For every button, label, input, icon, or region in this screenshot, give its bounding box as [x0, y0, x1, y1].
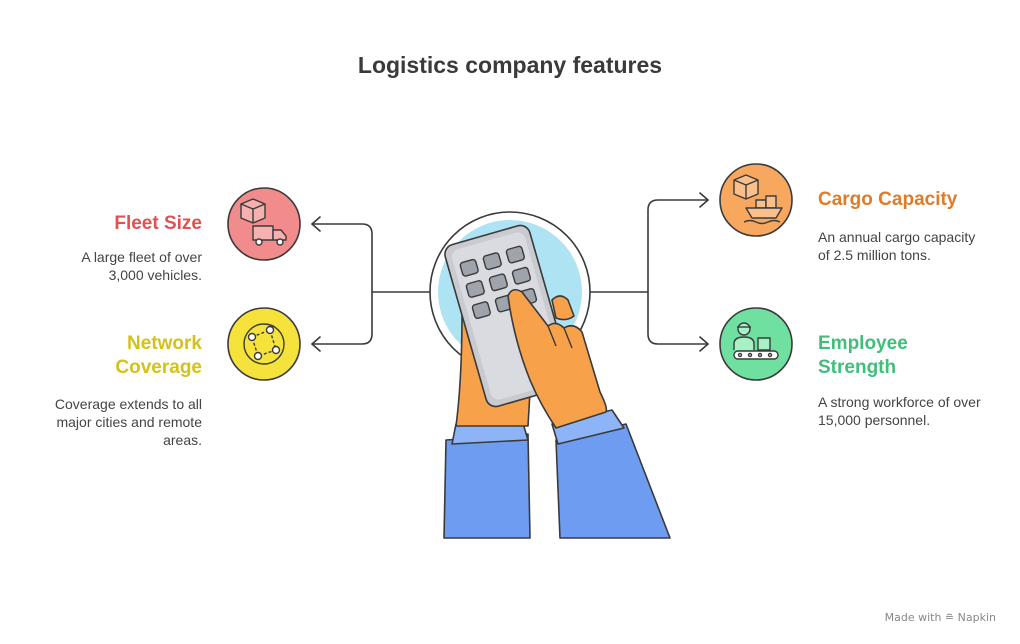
connector-network	[311, 291, 373, 345]
employee-strength-description: A strong workforce of over 15,000 person…	[818, 394, 981, 428]
page-title: Logistics company features	[357, 52, 663, 78]
fleet-size-description: A large fleet of over 3,000 vehicles.	[81, 249, 202, 283]
arrowhead-network	[311, 336, 321, 352]
truck-package-icon	[227, 187, 301, 261]
employee-strength-heading: Employee Strength	[818, 333, 908, 378]
network-coverage-description: Coverage extends to all major cities and…	[54, 396, 202, 448]
cargo-capacity-description: An annual cargo capacity of 2.5 million …	[818, 229, 976, 263]
worker-conveyor-icon	[719, 307, 793, 381]
network-coverage-heading: Network Coverage	[115, 333, 202, 378]
connector-employee	[647, 291, 709, 345]
cargo-capacity-heading: Cargo Capacity	[818, 189, 958, 210]
arrowhead-fleet	[311, 216, 321, 232]
fleet-size-heading: Fleet Size	[114, 213, 202, 234]
connector-cargo	[589, 199, 709, 293]
cargo-ship-icon	[719, 163, 793, 237]
network-map-icon	[227, 307, 301, 381]
hand-calculator-illustration	[429, 211, 671, 539]
connector-fleet	[311, 223, 431, 293]
arrowhead-employee	[699, 336, 709, 352]
arrowhead-cargo	[699, 192, 709, 208]
napkin-watermark: Made with ≘ Napkin	[884, 611, 996, 624]
